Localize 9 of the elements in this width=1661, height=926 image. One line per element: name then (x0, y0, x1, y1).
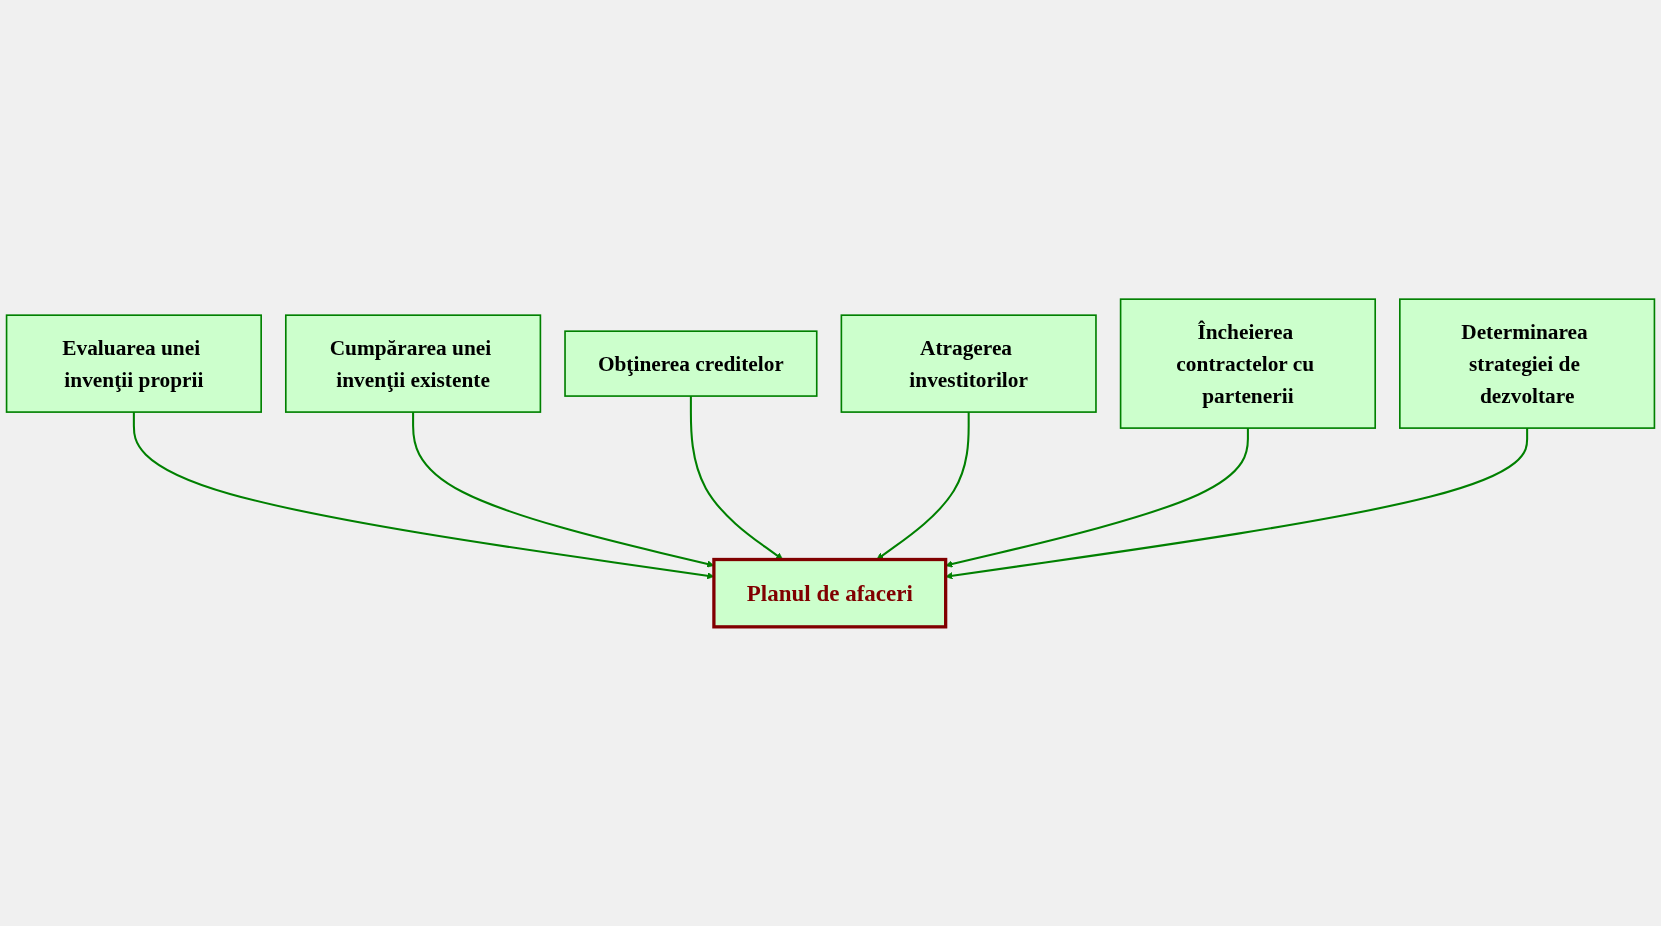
node-box: Evaluarea unei invenţii proprii (5, 314, 262, 413)
arrow (689, 396, 784, 560)
node-box: Obţinerea creditelor (564, 330, 818, 397)
node-box: Planul de afaceri (712, 557, 948, 629)
node-box: Determinarea strategiei de dezvoltare (1399, 298, 1656, 429)
arrow (876, 412, 970, 560)
node-box: Cumpărarea unei invenţii existente (285, 314, 542, 413)
node-box: Atragerea investitorilor (840, 314, 1097, 413)
node-box: Încheierea contractelor cu partenerii (1119, 298, 1376, 429)
